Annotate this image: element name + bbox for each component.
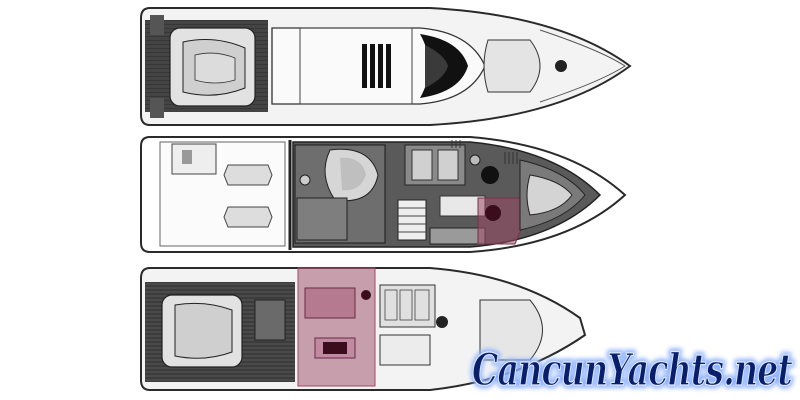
lower-galley [429,227,486,245]
main-foredeck-pad [479,299,543,361]
main-deck-plan [140,267,587,391]
cockpit-table [254,299,286,341]
jet-ski-2 [223,206,273,228]
lower-deck-plan [140,136,627,253]
saloon-sofa [304,287,356,319]
watermark-glow: CancunYachts.net [472,345,792,396]
guest-head-basin [469,154,481,166]
bow-hatch [555,60,567,72]
aft-step-right [150,98,164,118]
vip-bed [526,174,573,216]
master-basin [299,174,311,186]
aft-sunpad-cushion [174,302,233,359]
main-deck-highlight [297,267,376,387]
jet-ski-1 [223,164,273,186]
windscreen-inner [425,45,448,88]
watermark-logo: CancunYachts.net CancunYachts.net [469,342,796,399]
master-bed-pillow [340,157,366,191]
bow-rail [539,29,626,103]
sunroof-frame [299,27,413,105]
crew-head [171,143,217,175]
highlight-cabin-fixture [485,205,501,221]
main-stairs [379,334,431,366]
guest-berth-1 [411,149,433,181]
aft-step-left [150,15,164,35]
main-galley [379,284,436,328]
main-helm-wheel [436,316,448,328]
companionway-stairs [397,199,427,241]
saloon-table-top [323,342,347,354]
saloon-light [361,290,371,300]
lower-deck-highlight [477,197,526,245]
locker-marks [451,140,518,164]
sunroof-louvres [362,44,391,88]
guest-head-wc [481,166,499,184]
upper-deck-plan [140,7,632,126]
foredeck-sunpad [483,39,541,93]
crew-toilet [182,150,192,164]
master-ensuite [296,197,348,241]
stair-treads [398,207,426,233]
helm-seat-detail [194,52,236,84]
guest-berth-2 [437,149,459,181]
watermark-text: CancunYachts.net [472,345,792,396]
galley-details [384,289,430,321]
